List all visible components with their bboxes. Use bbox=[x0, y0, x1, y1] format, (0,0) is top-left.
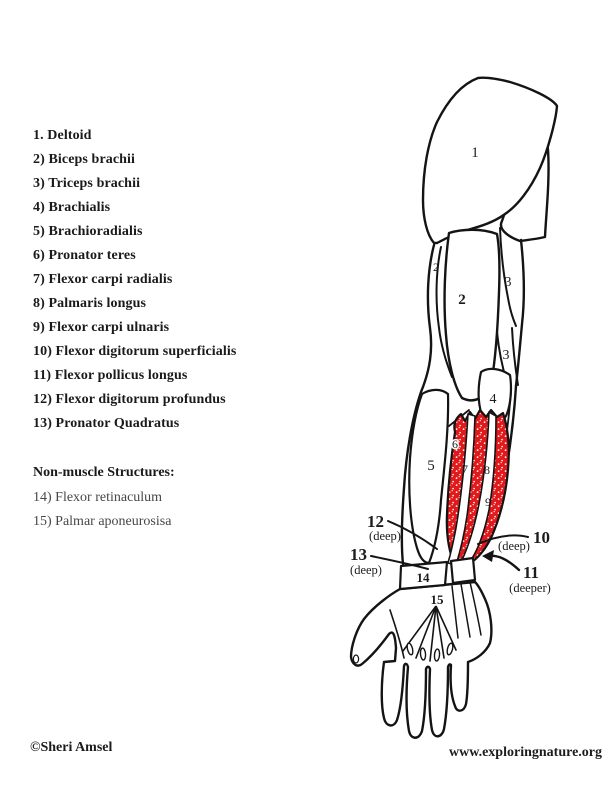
legend-item-13: 13) Pronator Quadratus bbox=[33, 416, 180, 431]
legend-item-12: 12) Flexor digitorum profundus bbox=[33, 392, 226, 407]
callout-13-number: 13 bbox=[350, 545, 367, 564]
legend-item-2: 2) Biceps brachii bbox=[33, 152, 136, 167]
callout-13-qualifier: (deep) bbox=[350, 563, 382, 577]
aponeurosis-ray-3 bbox=[429, 605, 437, 662]
label-biceps: 2 bbox=[458, 292, 466, 308]
arm-right-contour bbox=[514, 238, 526, 388]
callout-10-qualifier: (deep) bbox=[498, 539, 530, 553]
copyright-credit: ©Sheri Amsel bbox=[30, 740, 113, 755]
aponeurosis-slit-4 bbox=[446, 642, 454, 656]
label-deltoid: 1 bbox=[471, 145, 479, 161]
aponeurosis-ray-4 bbox=[435, 605, 445, 659]
label-brachioradialis: 5 bbox=[427, 458, 435, 474]
palm-tendon-line-3 bbox=[469, 581, 482, 636]
upper-arm-left-contour bbox=[400, 243, 436, 566]
callout-line-12 bbox=[387, 520, 438, 550]
label-palmar-aponeurosis: 15 bbox=[431, 592, 445, 607]
aponeurosis-ray-5 bbox=[435, 605, 457, 651]
website-url: www.exploringnature.org bbox=[449, 745, 602, 760]
legend-item-10: 10) Flexor digitorum superficialis bbox=[33, 344, 237, 359]
label-flexor-carpi-radialis: 7 bbox=[462, 462, 468, 476]
legend-item-6: 6) Pronator teres bbox=[33, 248, 136, 263]
legend-item-8: 8) Palmaris longus bbox=[33, 296, 147, 311]
legend-item-11: 11) Flexor pollicus longus bbox=[33, 368, 188, 383]
label-biceps-small: 2 bbox=[433, 260, 439, 274]
legend-item-7: 7) Flexor carpi radialis bbox=[33, 272, 173, 287]
callout-12-number: 12 bbox=[367, 512, 384, 531]
callout-arrow-11 bbox=[487, 554, 521, 572]
callout-arrowhead-11 bbox=[482, 550, 494, 562]
hand-outline bbox=[349, 580, 493, 739]
callout-12-qualifier: (deep) bbox=[369, 529, 401, 543]
aponeurosis-slit-1 bbox=[406, 642, 414, 656]
brachialis-shape bbox=[477, 367, 513, 426]
label-pronator-teres: 6 bbox=[452, 437, 458, 451]
legend-item-1: 1. Deltoid bbox=[33, 128, 92, 143]
legend-item-9: 9) Flexor carpi ulnaris bbox=[33, 320, 170, 335]
brachioradialis-shape bbox=[408, 388, 450, 565]
thenar-crease-line bbox=[389, 609, 405, 659]
palm-tendon-line-2 bbox=[460, 583, 471, 638]
label-triceps-upper: 3 bbox=[505, 275, 512, 290]
triceps-lower-strip-right bbox=[511, 327, 519, 386]
label-triceps-lower: 3 bbox=[503, 348, 510, 363]
deltoid-shape bbox=[421, 76, 559, 245]
label-flexor-retinaculum: 14 bbox=[417, 570, 431, 585]
label-palmaris-longus: 8 bbox=[484, 463, 490, 477]
triceps-inner-line bbox=[499, 227, 517, 327]
legend-item-5: 5) Brachioradialis bbox=[33, 224, 143, 239]
muscle-legend: 1. Deltoid 2) Biceps brachii 3) Triceps … bbox=[33, 124, 313, 534]
flexor-retinaculum-band-right bbox=[449, 556, 477, 585]
label-flexor-carpi-ulnaris: 9 bbox=[485, 495, 491, 509]
callout-10-number: 10 bbox=[533, 528, 550, 547]
legend-item-4: 4) Brachialis bbox=[33, 200, 111, 215]
aponeurosis-slit-2 bbox=[419, 647, 427, 661]
thumb-nail bbox=[352, 654, 360, 664]
aponeurosis-slit-3 bbox=[433, 648, 441, 662]
palm-tendon-line-1 bbox=[451, 585, 459, 639]
flexor-retinaculum-band bbox=[398, 560, 449, 591]
callout-line-13 bbox=[370, 555, 429, 570]
legend-item-15: 15) Palmar aponeurosisa bbox=[33, 514, 172, 529]
label-brachialis: 4 bbox=[490, 392, 497, 407]
callout-line-10 bbox=[477, 534, 529, 545]
biceps-long-strip-line bbox=[435, 246, 453, 378]
non-muscle-header: Non-muscle Structures: bbox=[33, 465, 175, 480]
legend-item-14: 14) Flexor retinaculum bbox=[33, 490, 163, 505]
callout-11-number: 11 bbox=[523, 563, 539, 582]
callout-11-qualifier: (deeper) bbox=[509, 581, 551, 595]
legend-item-3: 3) Triceps brachii bbox=[33, 176, 141, 191]
aponeurosis-ray-2 bbox=[415, 605, 437, 659]
